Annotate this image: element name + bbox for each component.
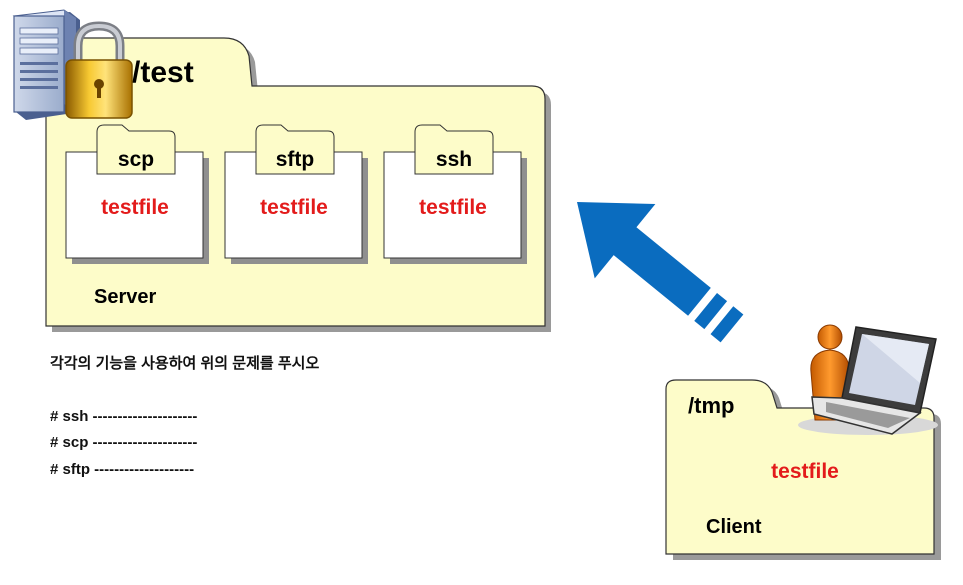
subfolder-label: scp — [118, 148, 154, 171]
subfolder-label: ssh — [436, 148, 472, 171]
server-folder-title: /test — [132, 56, 194, 89]
command-line-sftp: # sftp -------------------- — [50, 461, 195, 478]
file-label: testfile — [419, 196, 487, 219]
client-label: Client — [706, 516, 762, 538]
server-label: Server — [94, 286, 156, 308]
subfolder-label: sftp — [276, 148, 315, 171]
file-label: testfile — [260, 196, 328, 219]
command-line-scp: # scp --------------------- — [50, 434, 198, 451]
client-folder-title: /tmp — [688, 393, 734, 418]
client-file-label: testfile — [771, 460, 839, 483]
instruction-prompt: 각각의 기능을 사용하여 위의 문제를 푸시오 — [50, 355, 320, 372]
locked-server-icon — [12, 9, 133, 120]
subfolder-sftp[interactable]: sftp testfile — [224, 124, 368, 264]
subfolder-scp[interactable]: scp testfile — [65, 124, 209, 264]
file-label: testfile — [101, 196, 169, 219]
command-line-ssh: # ssh --------------------- — [50, 408, 198, 425]
upload-arrow-icon — [577, 202, 744, 343]
subfolder-ssh[interactable]: ssh testfile — [383, 124, 527, 264]
user-laptop-icon — [798, 324, 938, 435]
